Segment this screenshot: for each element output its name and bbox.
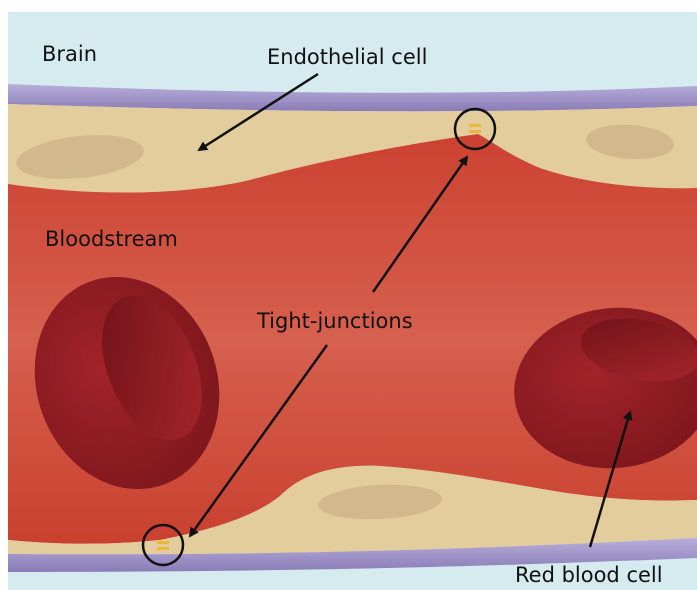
label-brain: Brain: [42, 44, 97, 65]
label-endothelial-cell: Endothelial cell: [267, 47, 427, 68]
label-red-blood-cell: Red blood cell: [515, 565, 663, 586]
label-tight-junctions: Tight-junctions: [257, 311, 413, 332]
label-bloodstream: Bloodstream: [45, 229, 178, 250]
